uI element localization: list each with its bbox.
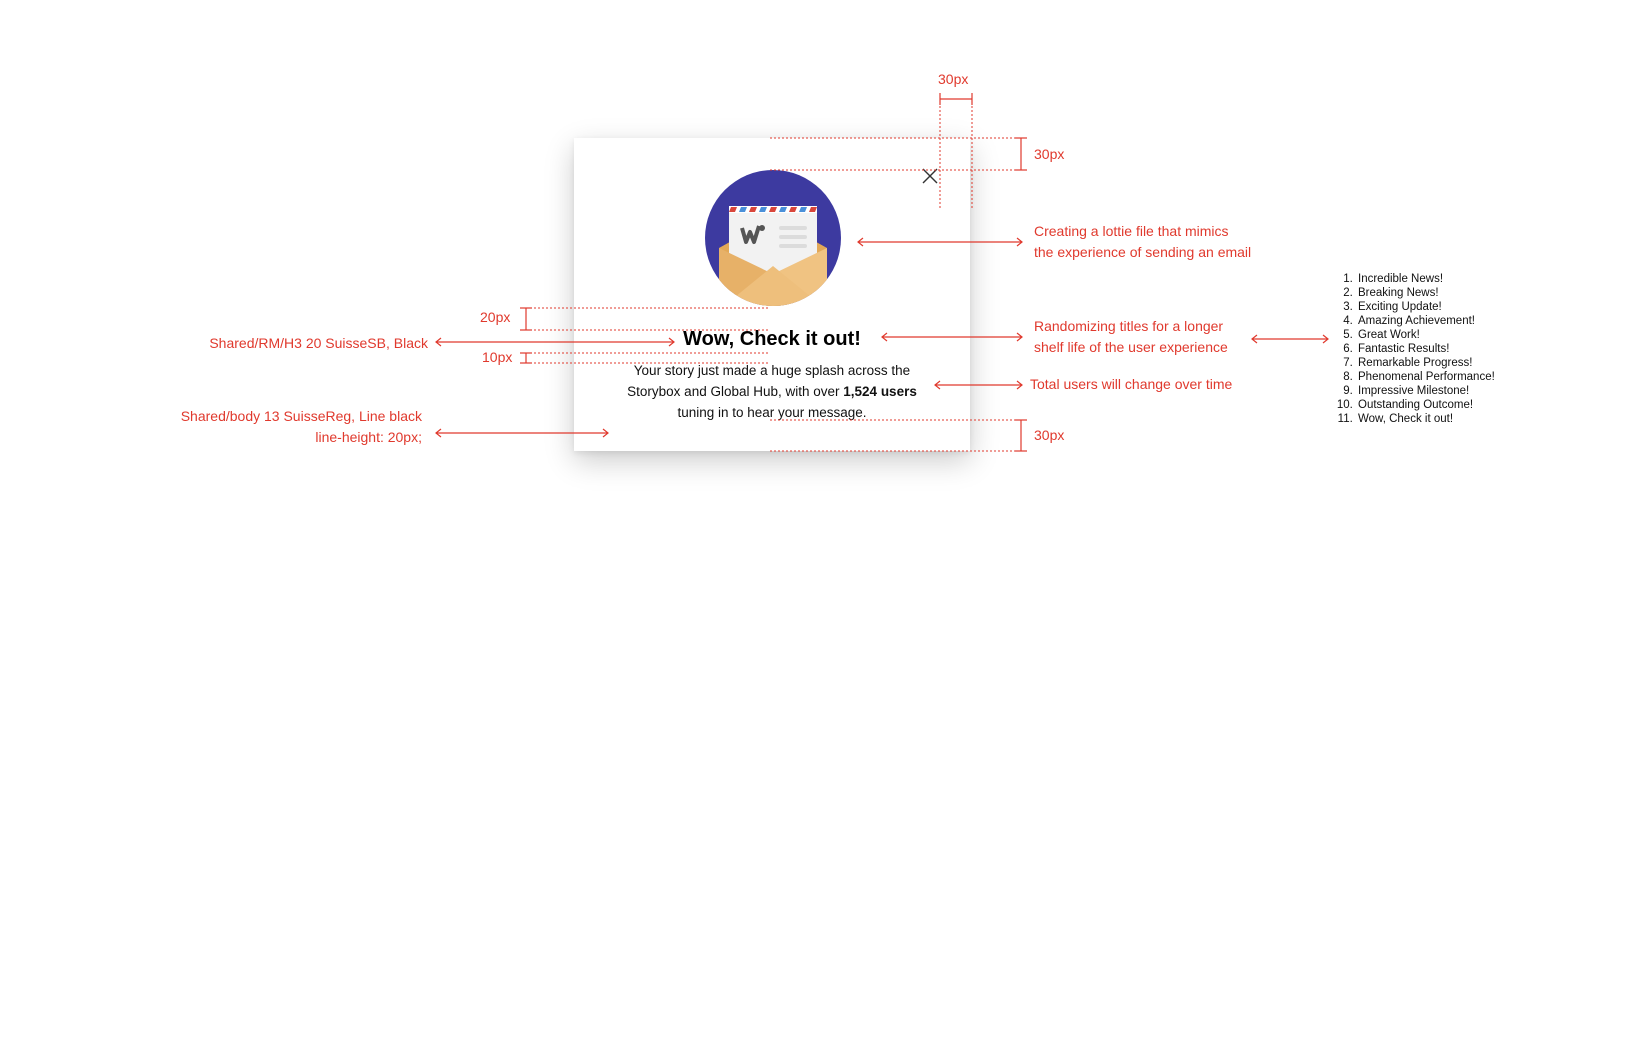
modal-body: Your story just made a huge splash acros…	[602, 360, 942, 423]
lottie-note: Creating a lottie file that mimics the e…	[1034, 221, 1251, 263]
list-item: Exciting Update!	[1356, 300, 1495, 314]
list-item: Incredible News!	[1356, 272, 1495, 286]
list-item: Outstanding Outcome!	[1356, 398, 1495, 412]
body-style-line-2: line-height: 20px;	[315, 429, 422, 445]
list-item: Amazing Achievement!	[1356, 314, 1495, 328]
users-note: Total users will change over time	[1030, 376, 1233, 392]
list-item: Great Work!	[1356, 328, 1495, 342]
lottie-note-line-1: Creating a lottie file that mimics	[1034, 223, 1229, 239]
dim-label-top-right: 30px	[938, 71, 969, 87]
close-icon[interactable]	[920, 166, 940, 186]
random-titles-note: Randomizing titles for a longer shelf li…	[1034, 316, 1228, 358]
body-line-1: Your story just made a huge splash acros…	[633, 363, 911, 378]
title-options-list: Incredible News! Breaking News! Exciting…	[1322, 272, 1495, 426]
success-modal: Wow, Check it out! Your story just made …	[574, 138, 970, 451]
random-note-line-2: shelf life of the user experience	[1034, 339, 1228, 355]
list-item: Remarkable Progress!	[1356, 356, 1495, 370]
body-style-line-1: Shared/body 13 SuisseReg, Line black	[180, 408, 422, 424]
title-style-note: Shared/RM/H3 20 SuisseSB, Black	[209, 335, 428, 351]
body-line-3: tuning in to hear your message.	[677, 405, 867, 420]
body-line-2-prefix: Storybox and Global Hub, with over	[627, 384, 844, 399]
random-note-line-1: Randomizing titles for a longer	[1034, 318, 1224, 334]
body-style-note: Shared/body 13 SuisseReg, Line black lin…	[0, 406, 422, 448]
dim-label-title-gap: 20px	[480, 309, 511, 325]
dim-label-body-gap: 10px	[482, 349, 513, 365]
lottie-note-line-2: the experience of sending an email	[1034, 244, 1252, 260]
list-item: Phenomenal Performance!	[1356, 370, 1495, 384]
list-item: Wow, Check it out!	[1356, 412, 1495, 426]
user-count: 1,524 users	[843, 384, 917, 399]
list-item: Impressive Milestone!	[1356, 384, 1495, 398]
list-item: Breaking News!	[1356, 286, 1495, 300]
list-item: Fantastic Results!	[1356, 342, 1495, 356]
dim-label-top-gap: 30px	[1034, 146, 1065, 162]
envelope-illustration	[705, 170, 841, 306]
dim-label-bottom: 30px	[1034, 427, 1065, 443]
modal-title: Wow, Check it out!	[683, 328, 861, 350]
